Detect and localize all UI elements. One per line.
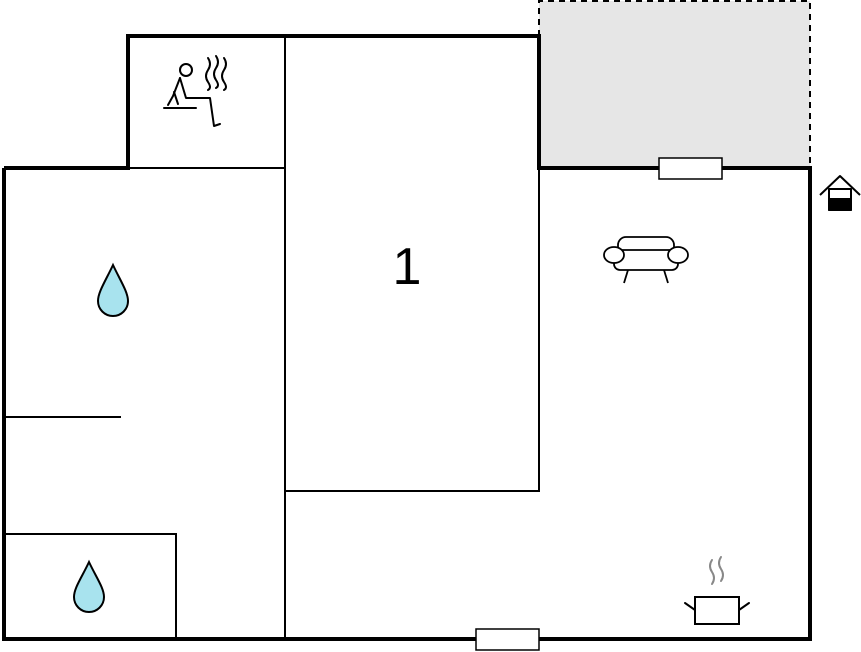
room-1-wall — [285, 168, 540, 492]
entrance-house-icon — [819, 175, 861, 211]
room-number-label: 1 — [393, 238, 422, 296]
sauna-icon — [163, 55, 227, 127]
terrace-area — [538, 0, 811, 168]
window-top — [658, 157, 723, 180]
window-bottom — [475, 628, 540, 651]
cooking-pot-icon — [684, 556, 750, 625]
water-drop-icon — [72, 559, 106, 613]
small-bathroom-wall — [4, 533, 177, 639]
water-drop-icon — [96, 262, 130, 317]
sofa-icon — [603, 236, 689, 284]
interior-walls — [4, 36, 540, 639]
